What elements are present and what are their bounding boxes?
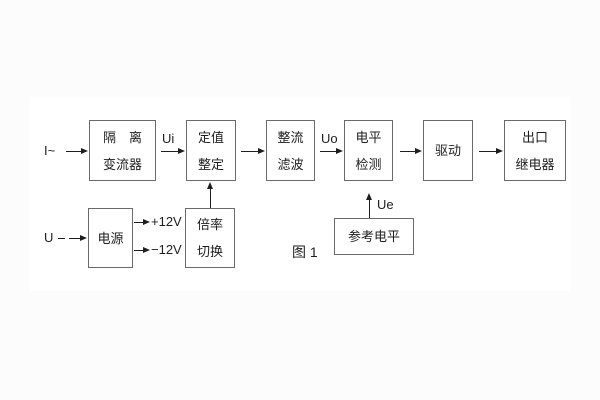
block-level-detect-line2: 检测 [355, 156, 382, 172]
figure-caption: 图 1 [292, 244, 318, 260]
arrow-reference-ue [366, 193, 372, 218]
arrow-power-minus12v [134, 247, 150, 253]
block-setting-adjust-line2: 整定 [197, 156, 224, 172]
block-rectifier-filter-line2: 滤波 [277, 156, 304, 172]
label-plus12v: +12V [151, 214, 182, 229]
block-isolation-transformer-line1: 隔 离 [102, 129, 142, 145]
arrow-driver-to-relay [479, 148, 503, 154]
block-ratio-switch-line2: 切换 [196, 244, 223, 259]
block-ratio-switch: 倍率 切换 [185, 208, 235, 268]
block-output-relay: 出口 继电器 [504, 120, 566, 181]
block-output-relay-line2: 继电器 [515, 156, 555, 172]
block-setting-adjust-line1: 定值 [197, 129, 224, 145]
dash-u-input [58, 238, 65, 239]
arrow-input-to-isolation [66, 148, 88, 154]
block-reference-level: 参考电平 [334, 218, 414, 255]
block-power-supply: 电源 [88, 208, 133, 268]
arrow-setting-to-rectifier [241, 148, 265, 154]
block-ratio-switch-line1: 倍率 [196, 217, 223, 232]
block-rectifier-filter-line1: 整流 [277, 129, 304, 145]
arrow-ratio-to-setting [207, 182, 213, 208]
block-output-relay-line1: 出口 [521, 129, 548, 145]
block-level-detect-line1: 电平 [355, 129, 382, 145]
arrow-power-plus12v [134, 219, 150, 225]
label-uo: Uo [321, 131, 338, 146]
label-minus12v: −12V [151, 242, 182, 257]
block-isolation-transformer: 隔 离 变流器 [89, 120, 156, 181]
arrow-level-to-driver [400, 148, 422, 154]
arrow-rectifier-to-level [320, 148, 343, 154]
block-driver-line1: 驱动 [434, 143, 461, 158]
block-reference-level-line1: 参考电平 [347, 229, 400, 244]
block-isolation-transformer-line2: 变流器 [102, 156, 142, 172]
block-rectifier-filter: 整流 滤波 [266, 120, 315, 181]
label-input-voltage: U [44, 230, 54, 245]
block-level-detect: 电平 检测 [344, 120, 393, 181]
block-driver: 驱动 [423, 120, 473, 181]
label-ui: Ui [162, 131, 175, 146]
label-ue: Ue [377, 197, 394, 212]
block-setting-adjust: 定值 整定 [186, 120, 236, 181]
block-power-supply-line1: 电源 [97, 230, 124, 246]
arrow-isolation-to-setting [161, 148, 185, 154]
arrow-u-to-power [69, 235, 87, 241]
label-input-current: I~ [44, 143, 56, 158]
